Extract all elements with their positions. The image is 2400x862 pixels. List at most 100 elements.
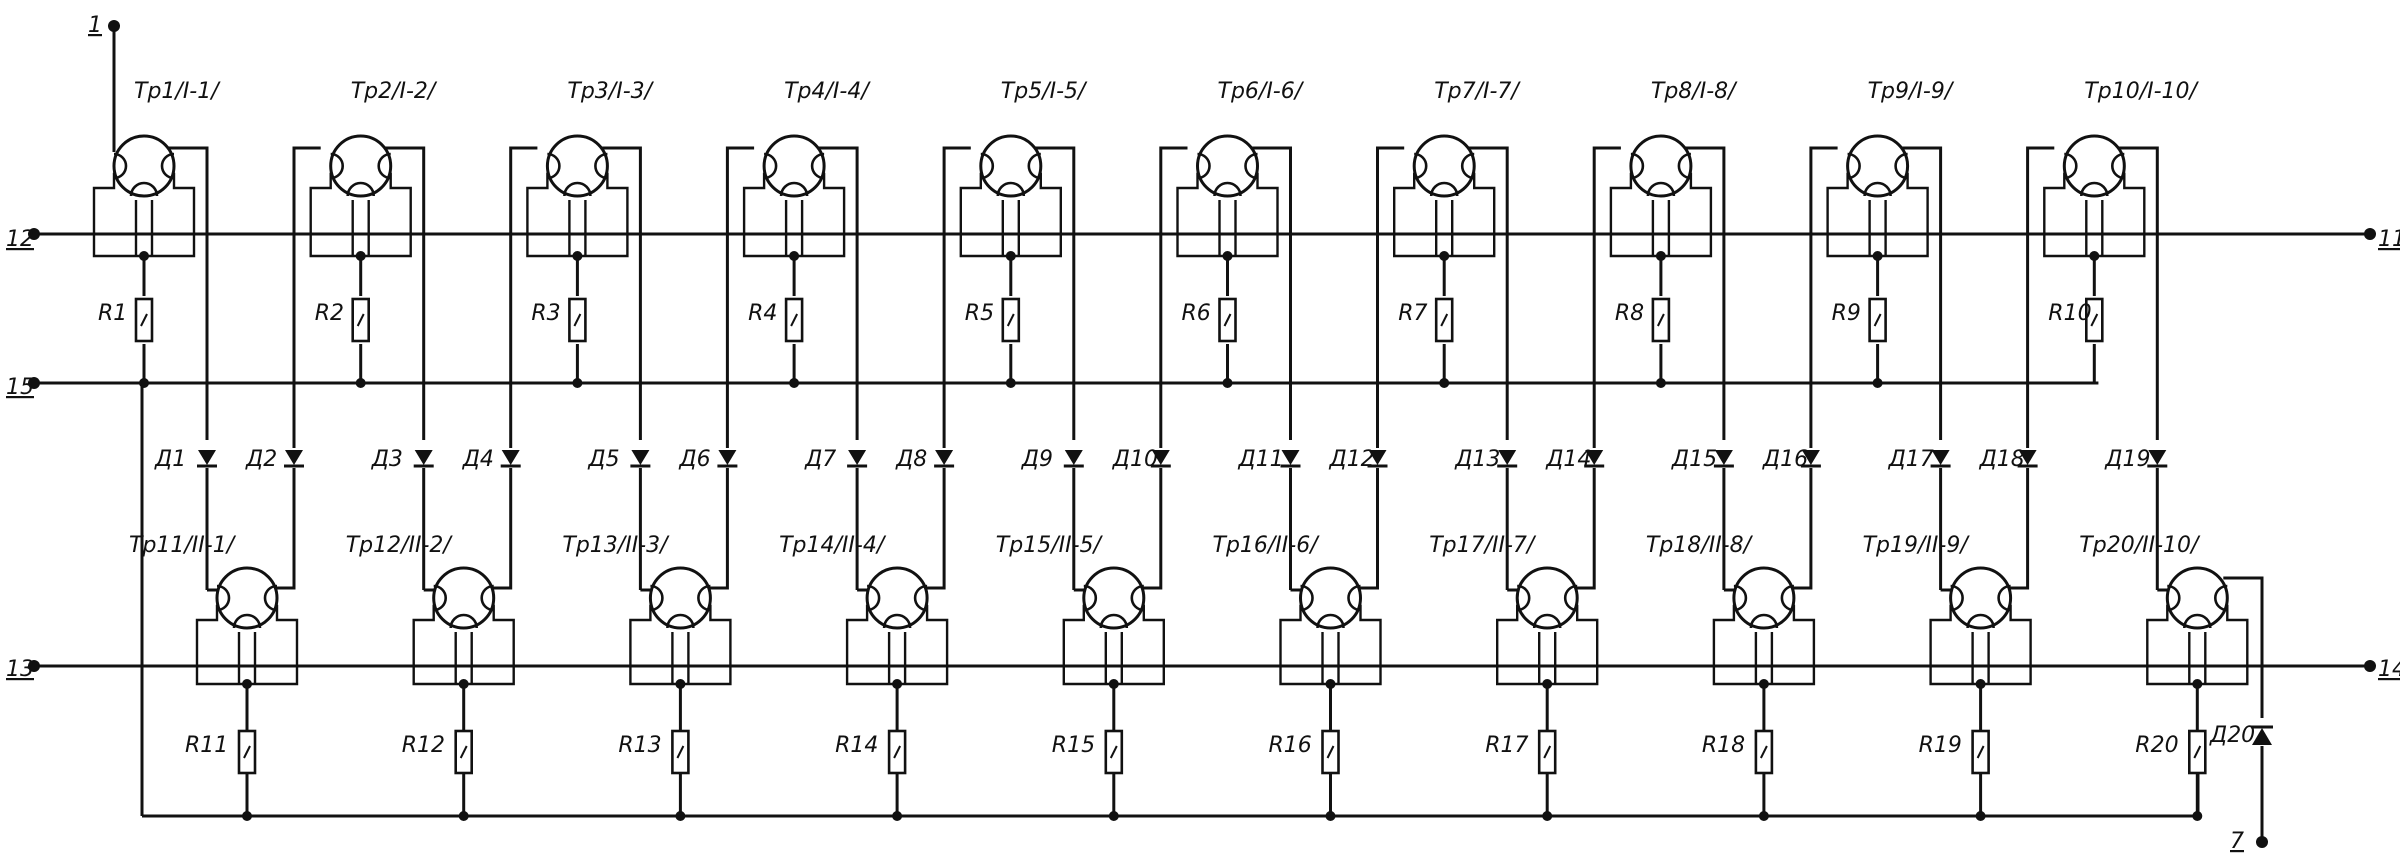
bottom-collector-19 — [2006, 468, 2030, 590]
transistor-bottom-bump — [1966, 613, 1995, 629]
resistor-label-20: R20 — [2135, 733, 2178, 758]
bottom-collector-14 — [923, 468, 946, 590]
transistor-top-collector-2 — [384, 146, 426, 440]
labels: 1 12 11 15 13 14 7 Д20 R1Тр1/I-1/R2Тр2/I… — [6, 13, 2400, 854]
transistor-left-bump — [433, 584, 447, 612]
transistor-right-bump — [1244, 152, 1258, 180]
transistor-right-bump — [913, 584, 928, 612]
resistor-label-4: R4 — [748, 301, 777, 326]
bottom-collector-17 — [1573, 468, 1596, 590]
junction-top-3 — [572, 251, 583, 261]
diode-17 — [1930, 450, 1951, 468]
transistor-left-bump — [1950, 584, 1964, 612]
transistor-top-collector-5 — [1034, 146, 1076, 440]
diode-label-17: Д17 — [1888, 447, 1934, 472]
resistor-bottom-16 — [1321, 729, 1340, 775]
junction-bottom-16 — [1325, 679, 1336, 689]
transistor-right-bump — [810, 152, 825, 180]
junction-top-1 — [139, 251, 149, 261]
diode-triangle — [198, 450, 216, 465]
transistor-left-bump — [1517, 584, 1531, 612]
terminal-14-dot — [2364, 660, 2376, 672]
terminal-13-dot — [28, 660, 40, 672]
transistor-top-5 — [979, 134, 1043, 198]
bottom-collector-18 — [1789, 468, 1813, 590]
junction-top-8 — [1655, 251, 1666, 261]
diode-10 — [1150, 450, 1171, 468]
bottom-collector-16 — [1356, 468, 1379, 590]
diode-20 — [2251, 725, 2273, 745]
transistor-bottom-bump — [882, 613, 912, 629]
resistor-mark — [2090, 313, 2099, 327]
diode-8 — [934, 450, 955, 468]
transistor-top-7 — [1412, 134, 1476, 198]
junction-bottom-18 — [1758, 679, 1769, 689]
terminal-label-11: 11 — [2378, 227, 2400, 252]
transistor-top-9 — [1846, 134, 1910, 198]
transistor-bottom-bump — [2080, 181, 2109, 197]
resistor-top-6 — [1218, 297, 1237, 343]
terminal-label-12: 12 — [6, 227, 34, 252]
transistor-bottom-11 — [215, 566, 279, 630]
junction-bus15-7 — [1439, 378, 1450, 388]
diode-label-13: Д13 — [1454, 447, 1500, 472]
transistor-circle — [1629, 134, 1693, 198]
diode-label-2: Д2 — [245, 447, 277, 472]
transistor-top-label-9: Тр9/I-9/ — [1868, 79, 1955, 104]
resistor-label-1: R1 — [98, 301, 127, 326]
resistor-bottom-14 — [887, 729, 907, 775]
transistor-right-bump — [697, 584, 711, 612]
transistor-bottom-label-15: Тр15/II-5/ — [996, 533, 1104, 558]
diode-label-10: Д10 — [1112, 447, 1158, 472]
transistor-bottom-label-12: Тр12/II-2/ — [346, 533, 454, 558]
transistor-bottom-label-18: Тр18/II-8/ — [1646, 533, 1754, 558]
terminal-label-1: 1 — [88, 13, 102, 38]
terminal-11-dot — [2364, 228, 2376, 240]
junction-bus15-9 — [1872, 378, 1883, 388]
transistor-top-label-4: Тр4/I-4/ — [784, 79, 871, 104]
resistor-mark — [1440, 313, 1449, 327]
diode-7 — [847, 450, 868, 468]
transistor-bottom-bump — [1316, 613, 1345, 629]
cross-link-17 — [1592, 146, 1621, 448]
resistor-mark — [676, 745, 685, 759]
junction-bus15-2 — [355, 378, 366, 388]
diode-2 — [284, 450, 304, 468]
diode-1 — [197, 450, 217, 468]
resistor-mark — [1976, 745, 1985, 759]
transistor-left-bump — [2167, 584, 2181, 612]
transistor-top-label-8: Тр8/I-8/ — [1651, 79, 1738, 104]
transistor-top-label-1: Тр1/I-1/ — [134, 79, 221, 104]
junction-bus15-4 — [789, 378, 800, 388]
diode-label-12: Д12 — [1329, 447, 1375, 472]
transistor-left-bump — [1733, 584, 1748, 612]
diode-triangle — [285, 450, 303, 465]
resistor-top-1 — [134, 297, 154, 343]
transistor-top-10 — [2062, 134, 2126, 198]
resistor-top-4 — [784, 297, 804, 343]
transistor-circle — [979, 134, 1043, 198]
diode-triangle — [1281, 450, 1300, 465]
resistor-bottom-12 — [454, 729, 474, 775]
components — [28, 20, 2376, 848]
resistor-label-11: R11 — [185, 733, 228, 758]
transistor-top-3 — [545, 134, 609, 198]
resistor-top-2 — [351, 297, 371, 343]
resistor-label-15: R15 — [1052, 733, 1095, 758]
junction-bottom-17 — [1542, 679, 1553, 689]
transistor-bottom-label-17: Тр17/II-7/ — [1429, 533, 1537, 558]
bottom-collector-11 — [273, 468, 296, 590]
transistor-top-1 — [112, 134, 176, 198]
diode-triangle — [1498, 450, 1517, 465]
transistor-circle — [865, 566, 929, 630]
transistor-circle — [1846, 134, 1910, 198]
transistor-right-bump — [1563, 584, 1578, 612]
cross-link-12 — [509, 146, 538, 448]
junction-bottom-20 — [2192, 679, 2203, 689]
transistor-right-bump — [160, 152, 175, 180]
junction-bottom-11 — [242, 679, 252, 689]
transistor-circle — [1949, 566, 2013, 630]
transistor-circle — [1299, 566, 1362, 630]
junction-top-10 — [2089, 251, 2100, 261]
transistor-left-bump — [1197, 152, 1211, 180]
